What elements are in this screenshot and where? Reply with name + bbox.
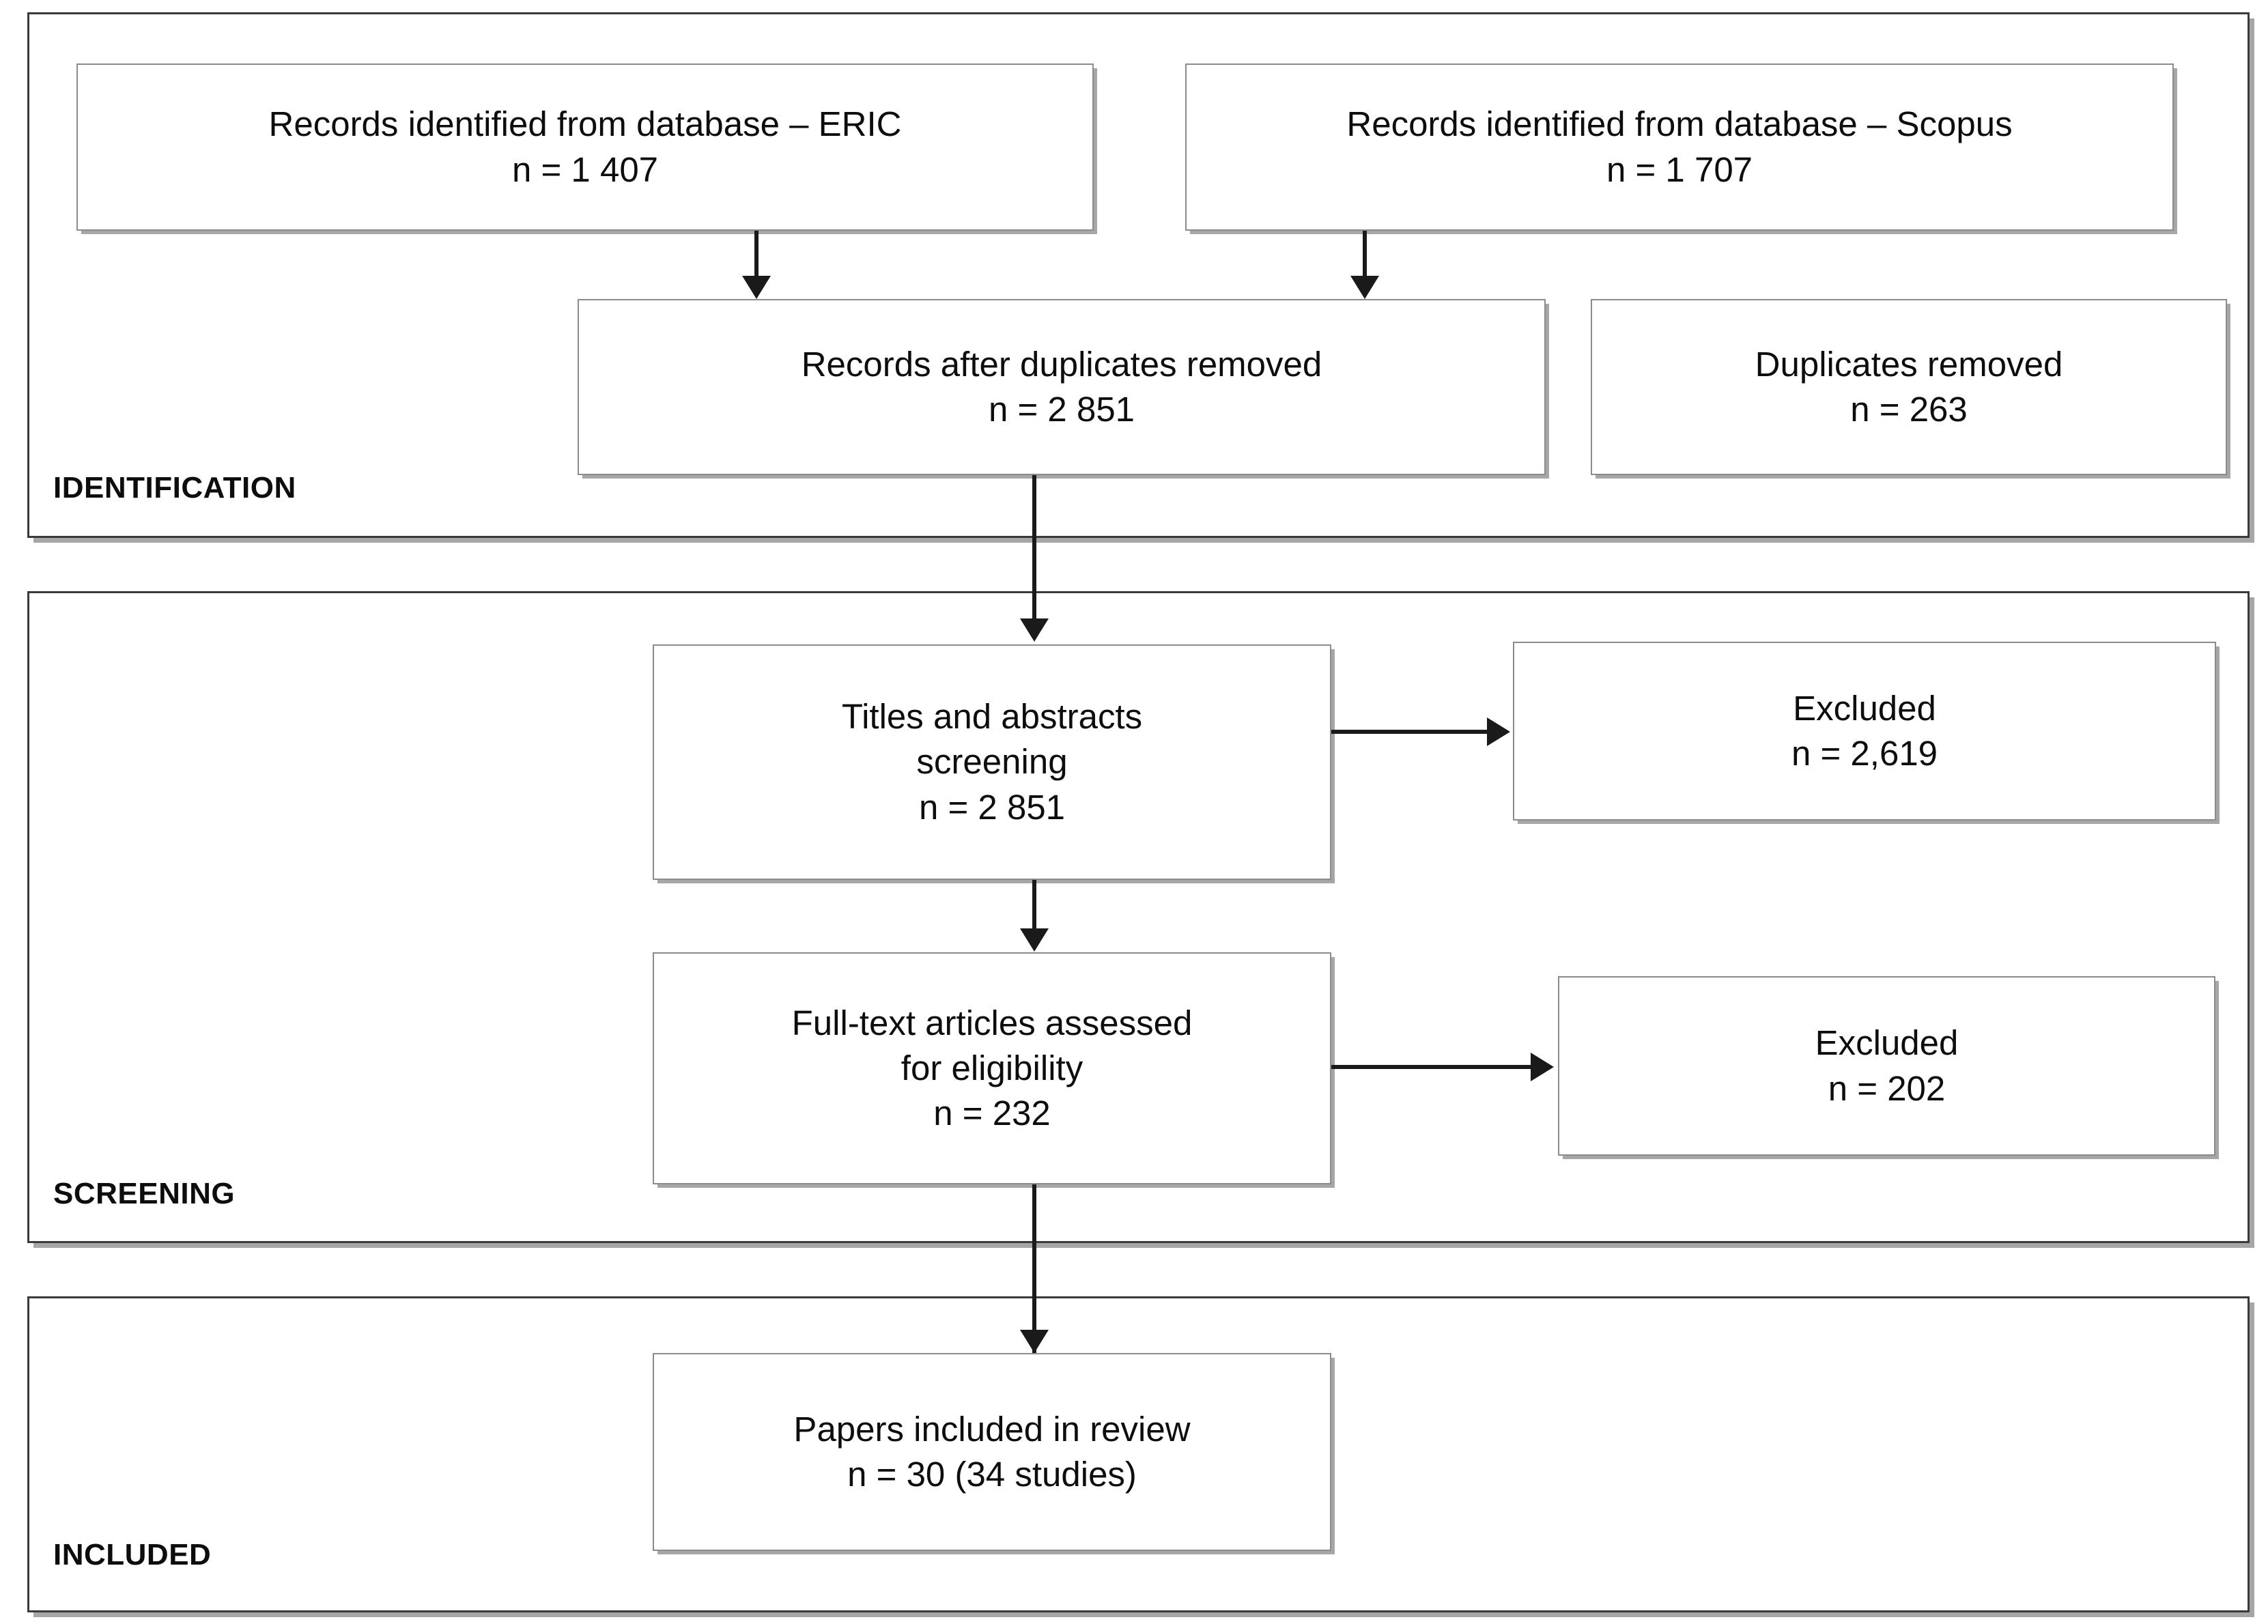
node-after-duplicates-line2: n = 2 851 xyxy=(988,390,1135,429)
node-duplicates-removed: Duplicates removed n = 263 xyxy=(1591,299,2227,475)
connector-dedup-to-titles xyxy=(1032,475,1036,623)
connector-titles-to-fulltext xyxy=(1032,880,1036,933)
connector-titles-to-excluded xyxy=(1331,730,1488,734)
node-fulltext-line1: Full-text articles assessed xyxy=(791,1003,1193,1042)
node-included-line2: n = 30 (34 studies) xyxy=(847,1455,1137,1494)
node-fulltext-assessed: Full-text articles assessed for eligibil… xyxy=(653,952,1331,1184)
node-duplicates-removed-line2: n = 263 xyxy=(1850,390,1968,429)
arrow-fulltext-to-excluded-icon xyxy=(1531,1053,1554,1081)
node-fulltext-line2: for eligibility xyxy=(901,1048,1083,1087)
arrow-titles-to-excluded-icon xyxy=(1487,717,1510,746)
node-eric-line1: Records identified from database – ERIC xyxy=(268,104,902,144)
node-eric-line2: n = 1 407 xyxy=(511,149,659,189)
node-titles-line2: screening xyxy=(916,742,1068,782)
node-titles-line1: Titles and abstracts xyxy=(841,697,1143,737)
node-excluded-screening-line2: n = 2,619 xyxy=(1791,734,1938,773)
connector-fulltext-to-included xyxy=(1032,1184,1036,1379)
node-excluded-eligibility-line1: Excluded xyxy=(1815,1023,1959,1063)
node-records-scopus: Records identified from database – Scopu… xyxy=(1185,63,2174,231)
node-included-line1: Papers included in review xyxy=(793,1409,1191,1449)
node-scopus-line2: n = 1 707 xyxy=(1606,149,1753,189)
arrow-fulltext-to-included-icon xyxy=(1020,1330,1049,1353)
node-after-duplicates-line1: Records after duplicates removed xyxy=(801,344,1322,384)
node-excluded-screening: Excluded n = 2,619 xyxy=(1513,642,2216,821)
phase-label-screening: SCREENING xyxy=(53,1177,236,1210)
phase-label-identification: IDENTIFICATION xyxy=(53,471,296,504)
node-fulltext-line3: n = 232 xyxy=(933,1094,1051,1133)
node-papers-included: Papers included in review n = 30 (34 stu… xyxy=(653,1353,1331,1551)
connector-fulltext-to-excluded xyxy=(1331,1065,1532,1069)
node-titles-abstracts-screening: Titles and abstracts screening n = 2 851 xyxy=(653,644,1331,880)
node-excluded-eligibility-line2: n = 202 xyxy=(1828,1068,1946,1108)
arrow-dedup-to-titles-icon xyxy=(1020,618,1049,642)
connector-scopus-to-dedup xyxy=(1363,231,1367,280)
phase-label-included: INCLUDED xyxy=(53,1538,212,1571)
node-excluded-screening-line1: Excluded xyxy=(1793,688,1936,728)
node-scopus-line1: Records identified from database – Scopu… xyxy=(1346,104,2013,144)
node-excluded-eligibility: Excluded n = 202 xyxy=(1558,976,2215,1156)
node-records-eric: Records identified from database – ERIC … xyxy=(76,63,1094,231)
node-duplicates-removed-line1: Duplicates removed xyxy=(1755,344,2063,384)
arrow-titles-to-fulltext-icon xyxy=(1020,928,1049,952)
connector-eric-to-dedup xyxy=(754,231,759,280)
node-records-after-duplicates: Records after duplicates removed n = 2 8… xyxy=(578,299,1546,475)
arrow-scopus-to-dedup-icon xyxy=(1350,276,1379,299)
node-titles-line3: n = 2 851 xyxy=(918,787,1066,827)
arrow-eric-to-dedup-icon xyxy=(742,276,771,299)
